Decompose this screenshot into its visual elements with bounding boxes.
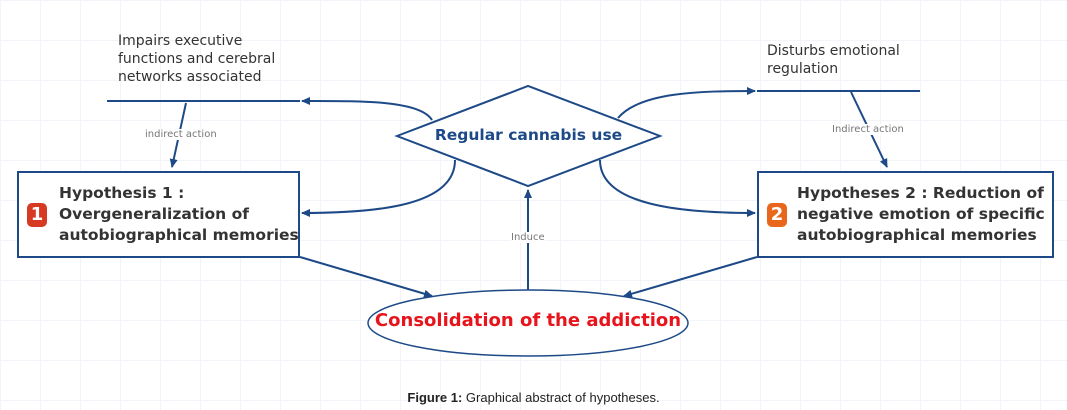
caption-text: Graphical abstract of hypotheses. xyxy=(462,390,660,405)
arrow-to-right-note xyxy=(617,87,756,119)
hypothesis-1-box: 1 Hypothesis 1 : Overgeneralization of a… xyxy=(17,171,300,258)
left-note: Impairs executive functions and cerebral… xyxy=(118,33,276,85)
edge-label-right: Indirect action xyxy=(832,124,904,135)
badge-1: 1 xyxy=(27,203,47,227)
outcome-label: Consolidation of the addiction xyxy=(374,310,682,331)
hypothesis-2-box: 2 Hypotheses 2 : Reduction of negative e… xyxy=(757,171,1054,258)
hypothesis-1-text: Hypothesis 1 : Overgeneralization of aut… xyxy=(59,184,299,244)
arrow-to-h2 xyxy=(599,159,756,217)
hypothesis-2-text: Hypotheses 2 : Reduction of negative emo… xyxy=(797,184,1045,244)
arrow-to-h1 xyxy=(301,159,456,217)
h1-to-outcome-arrow xyxy=(299,256,433,298)
badge-2: 2 xyxy=(767,203,787,227)
h2-to-outcome-arrow xyxy=(623,256,758,298)
center-diamond xyxy=(394,84,663,188)
arrow-to-left-note xyxy=(301,96,433,121)
edge-label-left: indirect action xyxy=(145,129,217,140)
figure-caption: Figure 1: Graphical abstract of hypothes… xyxy=(0,390,1067,405)
edge-label-induce: Induce xyxy=(511,232,545,243)
center-label: Regular cannabis use xyxy=(434,126,623,144)
outcome-ellipse xyxy=(367,289,689,357)
caption-label: Figure 1: xyxy=(407,390,463,405)
right-note: Disturbs emotional regulation xyxy=(767,43,900,77)
